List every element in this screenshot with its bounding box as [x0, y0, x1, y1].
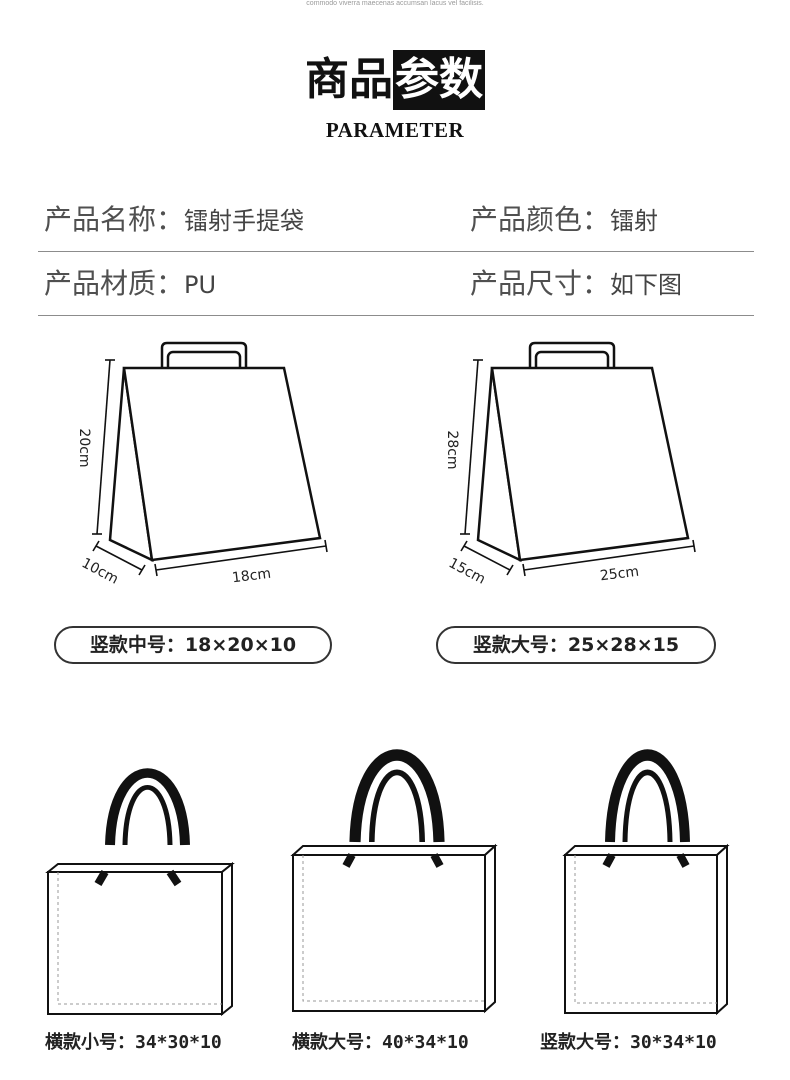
- medium-width-label: 18cm: [231, 566, 272, 587]
- param-row-1: 产品名称：镭射手提袋 产品颜色：镭射: [38, 188, 754, 252]
- medium-size-pill: 竖款中号：18×20×10: [54, 626, 332, 664]
- medium-height-label: 20cm: [76, 428, 92, 467]
- param-size: 产品尺寸：如下图: [470, 252, 682, 315]
- large-size-pill: 竖款大号：25×28×15: [436, 626, 716, 664]
- large-depth-label: 15cm: [446, 555, 488, 588]
- page-subtitle: PARAMETER: [325, 118, 465, 142]
- large-horizontal-bag: [290, 755, 498, 1014]
- page-title: 商品参数: [0, 50, 790, 110]
- param-size-label: 产品尺寸：: [470, 267, 611, 300]
- large-horizontal-caption: 横款大号：40*34*10: [292, 1032, 469, 1053]
- large-bag-diagram: 28cm 15cm 25cm: [444, 341, 697, 588]
- large-vertical-caption: 竖款大号：30*34*10: [540, 1032, 717, 1053]
- small-horizontal-caption: 横款小号：34*30*10: [45, 1032, 222, 1053]
- title-part-plain: 商品: [305, 54, 393, 105]
- medium-depth-label: 10cm: [79, 555, 121, 588]
- param-color-label: 产品颜色：: [470, 203, 611, 236]
- param-color-value: 镭射: [610, 207, 659, 235]
- large-vertical-bag: [562, 755, 730, 1016]
- small-horizontal-bag: [45, 773, 235, 1017]
- param-name: 产品名称：镭射手提袋: [44, 188, 304, 251]
- large-width-label: 25cm: [599, 564, 640, 585]
- param-material-label: 产品材质：: [44, 267, 185, 300]
- param-name-label: 产品名称：: [44, 203, 185, 236]
- param-row-2: 产品材质：PU 产品尺寸：如下图: [38, 252, 754, 316]
- param-material: 产品材质：PU: [44, 252, 216, 315]
- medium-bag-diagram: 20cm 10cm 18cm: [76, 341, 329, 588]
- top-caption: commodo viverra maecenas accumsan lacus …: [306, 0, 484, 7]
- param-name-value: 镭射手提袋: [184, 207, 305, 235]
- param-material-value: PU: [184, 271, 217, 299]
- large-height-label: 28cm: [444, 430, 460, 469]
- param-color: 产品颜色：镭射: [470, 188, 658, 251]
- title-part-highlight: 参数: [393, 50, 485, 110]
- param-size-value: 如下图: [610, 271, 683, 299]
